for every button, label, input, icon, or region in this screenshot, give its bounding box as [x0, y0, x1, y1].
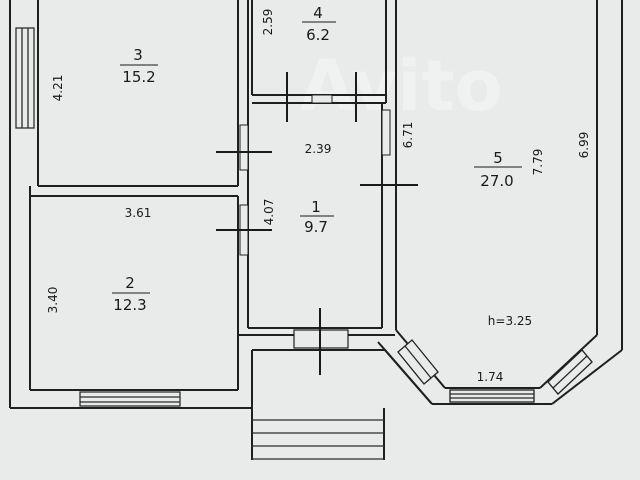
dim-6-99: 6.99: [577, 132, 591, 159]
room-3-area: 15.2: [122, 68, 155, 86]
room-4-label: 4 6.2: [302, 4, 336, 44]
dim-2-59: 2.59: [261, 9, 275, 36]
room-2-area: 12.3: [113, 296, 146, 314]
dim-4-21: 4.21: [51, 75, 65, 102]
room-4-number: 4: [313, 4, 323, 22]
room-2-number: 2: [125, 274, 135, 292]
dim-6-71: 6.71: [401, 122, 415, 149]
watermark: Avito: [300, 45, 503, 127]
dim-7-79: 7.79: [531, 149, 545, 176]
room-5-number: 5: [493, 149, 503, 167]
room-1-number: 1: [311, 198, 321, 216]
outer-walls: [9, 0, 623, 409]
room-3-label: 3 15.2: [120, 46, 158, 86]
dim-2-39: 2.39: [305, 142, 332, 156]
room-3-outline: [38, 0, 249, 190]
dim-3-61: 3.61: [125, 206, 152, 220]
room-2-outline: [29, 186, 239, 390]
dim-4-07: 4.07: [262, 199, 276, 226]
room-1-label: 1 9.7: [300, 198, 334, 236]
room-2-label: 2 12.3: [112, 274, 150, 314]
ceiling-height: h=3.25: [488, 314, 532, 328]
room-5-area: 27.0: [480, 172, 513, 190]
room-1-area: 9.7: [304, 218, 328, 236]
room-3-number: 3: [133, 46, 143, 64]
dim-3-40: 3.40: [46, 287, 60, 314]
room-5-outline: [377, 0, 623, 405]
room-5-label: 5 27.0: [474, 149, 522, 190]
door-markers: [216, 72, 418, 375]
room-4-area: 6.2: [306, 26, 330, 44]
dim-1-74: 1.74: [477, 370, 504, 384]
